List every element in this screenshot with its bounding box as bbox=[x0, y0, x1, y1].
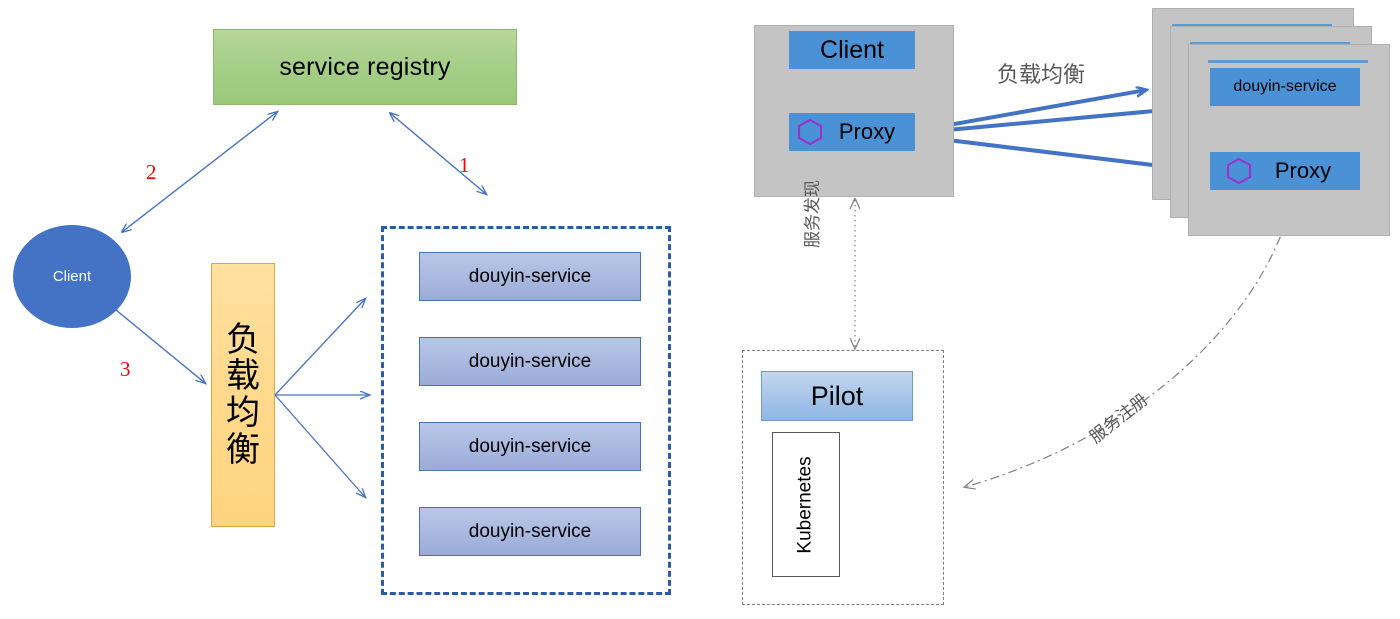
kubernetes-box[interactable]: Kubernetes bbox=[772, 432, 840, 577]
label-service-discovery: 服务发现 bbox=[803, 180, 822, 248]
service-instance[interactable]: douyin-service bbox=[419, 507, 641, 556]
step-number-discover: 2 bbox=[146, 160, 157, 184]
service-instance[interactable]: douyin-service bbox=[419, 422, 641, 471]
pilot-box[interactable]: Pilot bbox=[761, 371, 913, 421]
client-proxy-label: Proxy bbox=[838, 119, 896, 144]
label-load-balancing: 负载均衡 bbox=[997, 62, 1086, 87]
client-proxy-box[interactable]: Proxy bbox=[789, 113, 915, 151]
control-plane-container bbox=[742, 350, 944, 605]
load-balancer-box[interactable]: 负 载 均 衡 bbox=[211, 263, 275, 527]
pod-header-strip bbox=[1172, 24, 1332, 27]
service-instance[interactable]: douyin-service bbox=[419, 337, 641, 386]
lb-char-2: 载 bbox=[226, 357, 260, 396]
lb-char-1: 负 bbox=[226, 320, 260, 359]
hexagon-icon bbox=[797, 118, 823, 146]
label-service-registration: 服务注册 bbox=[1086, 390, 1152, 447]
service-cluster-container bbox=[381, 226, 671, 595]
lb-char-3: 均 bbox=[226, 394, 260, 432]
kubernetes-label: Kubernetes bbox=[795, 455, 816, 554]
mesh-client-box[interactable]: Client bbox=[789, 31, 915, 69]
client-node[interactable]: Client bbox=[13, 225, 131, 328]
arrow-service-registration bbox=[965, 219, 1287, 487]
service-proxy-box[interactable]: Proxy bbox=[1210, 152, 1360, 190]
arrow-loadbalancer-fanout bbox=[274, 299, 369, 497]
pod-header-strip bbox=[1190, 42, 1350, 45]
step-number-register: 1 bbox=[459, 153, 470, 177]
service-instance[interactable]: douyin-service bbox=[419, 252, 641, 301]
service-proxy-label: Proxy bbox=[1274, 158, 1332, 183]
pod-header-strip bbox=[1208, 60, 1368, 63]
arrow-registry-services bbox=[390, 113, 486, 194]
service-registry-box[interactable]: service registry bbox=[213, 29, 517, 105]
mesh-service-box[interactable]: douyin-service bbox=[1210, 68, 1360, 106]
hexagon-icon bbox=[1226, 157, 1252, 185]
step-number-invoke: 3 bbox=[120, 357, 131, 381]
lb-char-4: 衡 bbox=[226, 430, 260, 469]
